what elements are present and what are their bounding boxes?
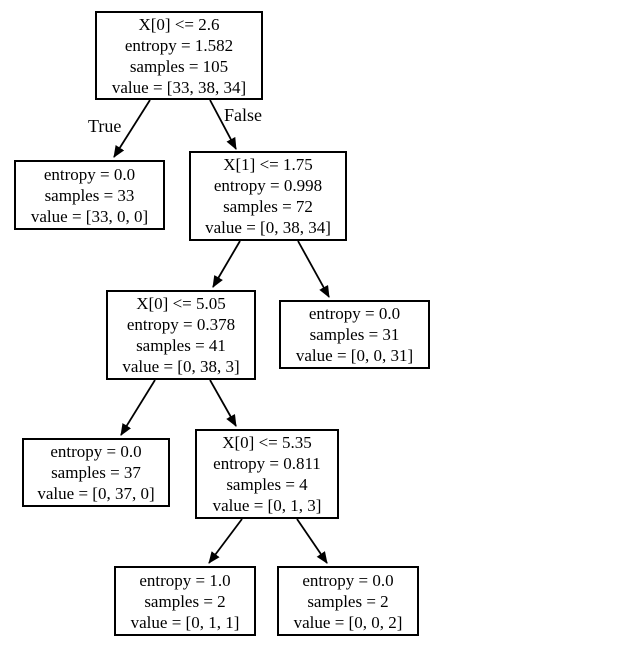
node-condition: X[0] <= 5.05 xyxy=(136,294,226,313)
edge-r-to-rr xyxy=(297,240,330,298)
edge-rlr-to-rlrr xyxy=(296,518,328,564)
tree-node-rlr-left-leaf: entropy = 1.0 samples = 2 value = [0, 1,… xyxy=(114,566,256,636)
node-samples: samples = 4 xyxy=(226,475,308,494)
tree-node-rl-left-leaf: entropy = 0.0 samples = 37 value = [0, 3… xyxy=(22,438,170,507)
node-samples: samples = 41 xyxy=(136,336,226,355)
edge-rl-to-rlr xyxy=(209,379,237,427)
node-condition: X[1] <= 1.75 xyxy=(223,155,313,174)
edge-rlr-to-rlrl xyxy=(208,518,243,564)
node-samples: samples = 31 xyxy=(309,325,400,344)
node-value: value = [0, 38, 3] xyxy=(122,357,240,376)
node-value: value = [0, 1, 3] xyxy=(212,496,322,515)
node-samples: samples = 2 xyxy=(307,591,389,611)
node-condition: X[0] <= 2.6 xyxy=(138,14,220,34)
tree-node-right-right-leaf: entropy = 0.0 samples = 31 value = [0, 0… xyxy=(279,300,430,369)
node-condition: X[0] <= 5.35 xyxy=(222,433,312,452)
node-value: value = [0, 0, 2] xyxy=(293,612,403,632)
tree-node-rlr-right-leaf: entropy = 0.0 samples = 2 value = [0, 0,… xyxy=(277,566,419,636)
node-entropy: entropy = 0.0 xyxy=(43,164,136,184)
tree-node-left-leaf: entropy = 0.0 samples = 33 value = [33, … xyxy=(14,160,165,230)
node-entropy: entropy = 0.0 xyxy=(302,570,394,590)
node-entropy: entropy = 0.811 xyxy=(213,454,321,473)
node-value: value = [33, 38, 34] xyxy=(111,77,247,97)
edge-label-true: True xyxy=(88,116,122,136)
node-samples: samples = 72 xyxy=(223,197,313,216)
node-value: value = [0, 37, 0] xyxy=(37,484,155,503)
node-value: value = [0, 1, 1] xyxy=(130,612,240,632)
tree-node-root: X[0] <= 2.6 entropy = 1.582 samples = 10… xyxy=(95,11,263,100)
node-samples: samples = 2 xyxy=(144,591,226,611)
node-entropy: entropy = 1.0 xyxy=(139,570,231,590)
node-samples: samples = 33 xyxy=(44,185,135,205)
node-entropy: entropy = 0.998 xyxy=(213,176,323,195)
node-value: value = [0, 0, 31] xyxy=(295,346,414,365)
tree-node-rl-right: X[0] <= 5.35 entropy = 0.811 samples = 4… xyxy=(195,429,339,519)
node-value: value = [0, 38, 34] xyxy=(205,218,331,237)
node-entropy: entropy = 0.378 xyxy=(126,315,236,334)
edge-rl-to-rll xyxy=(120,379,156,436)
node-samples: samples = 105 xyxy=(129,56,229,76)
node-entropy: entropy = 0.0 xyxy=(50,442,142,461)
tree-node-right-left: X[0] <= 5.05 entropy = 0.378 samples = 4… xyxy=(106,290,256,380)
edge-label-false: False xyxy=(224,105,262,125)
node-value: value = [33, 0, 0] xyxy=(30,206,149,226)
node-entropy: entropy = 1.582 xyxy=(124,35,234,55)
edge-r-to-rl xyxy=(212,240,241,288)
node-samples: samples = 37 xyxy=(51,463,141,482)
node-entropy: entropy = 0.0 xyxy=(308,304,401,323)
tree-node-right: X[1] <= 1.75 entropy = 0.998 samples = 7… xyxy=(189,151,347,241)
